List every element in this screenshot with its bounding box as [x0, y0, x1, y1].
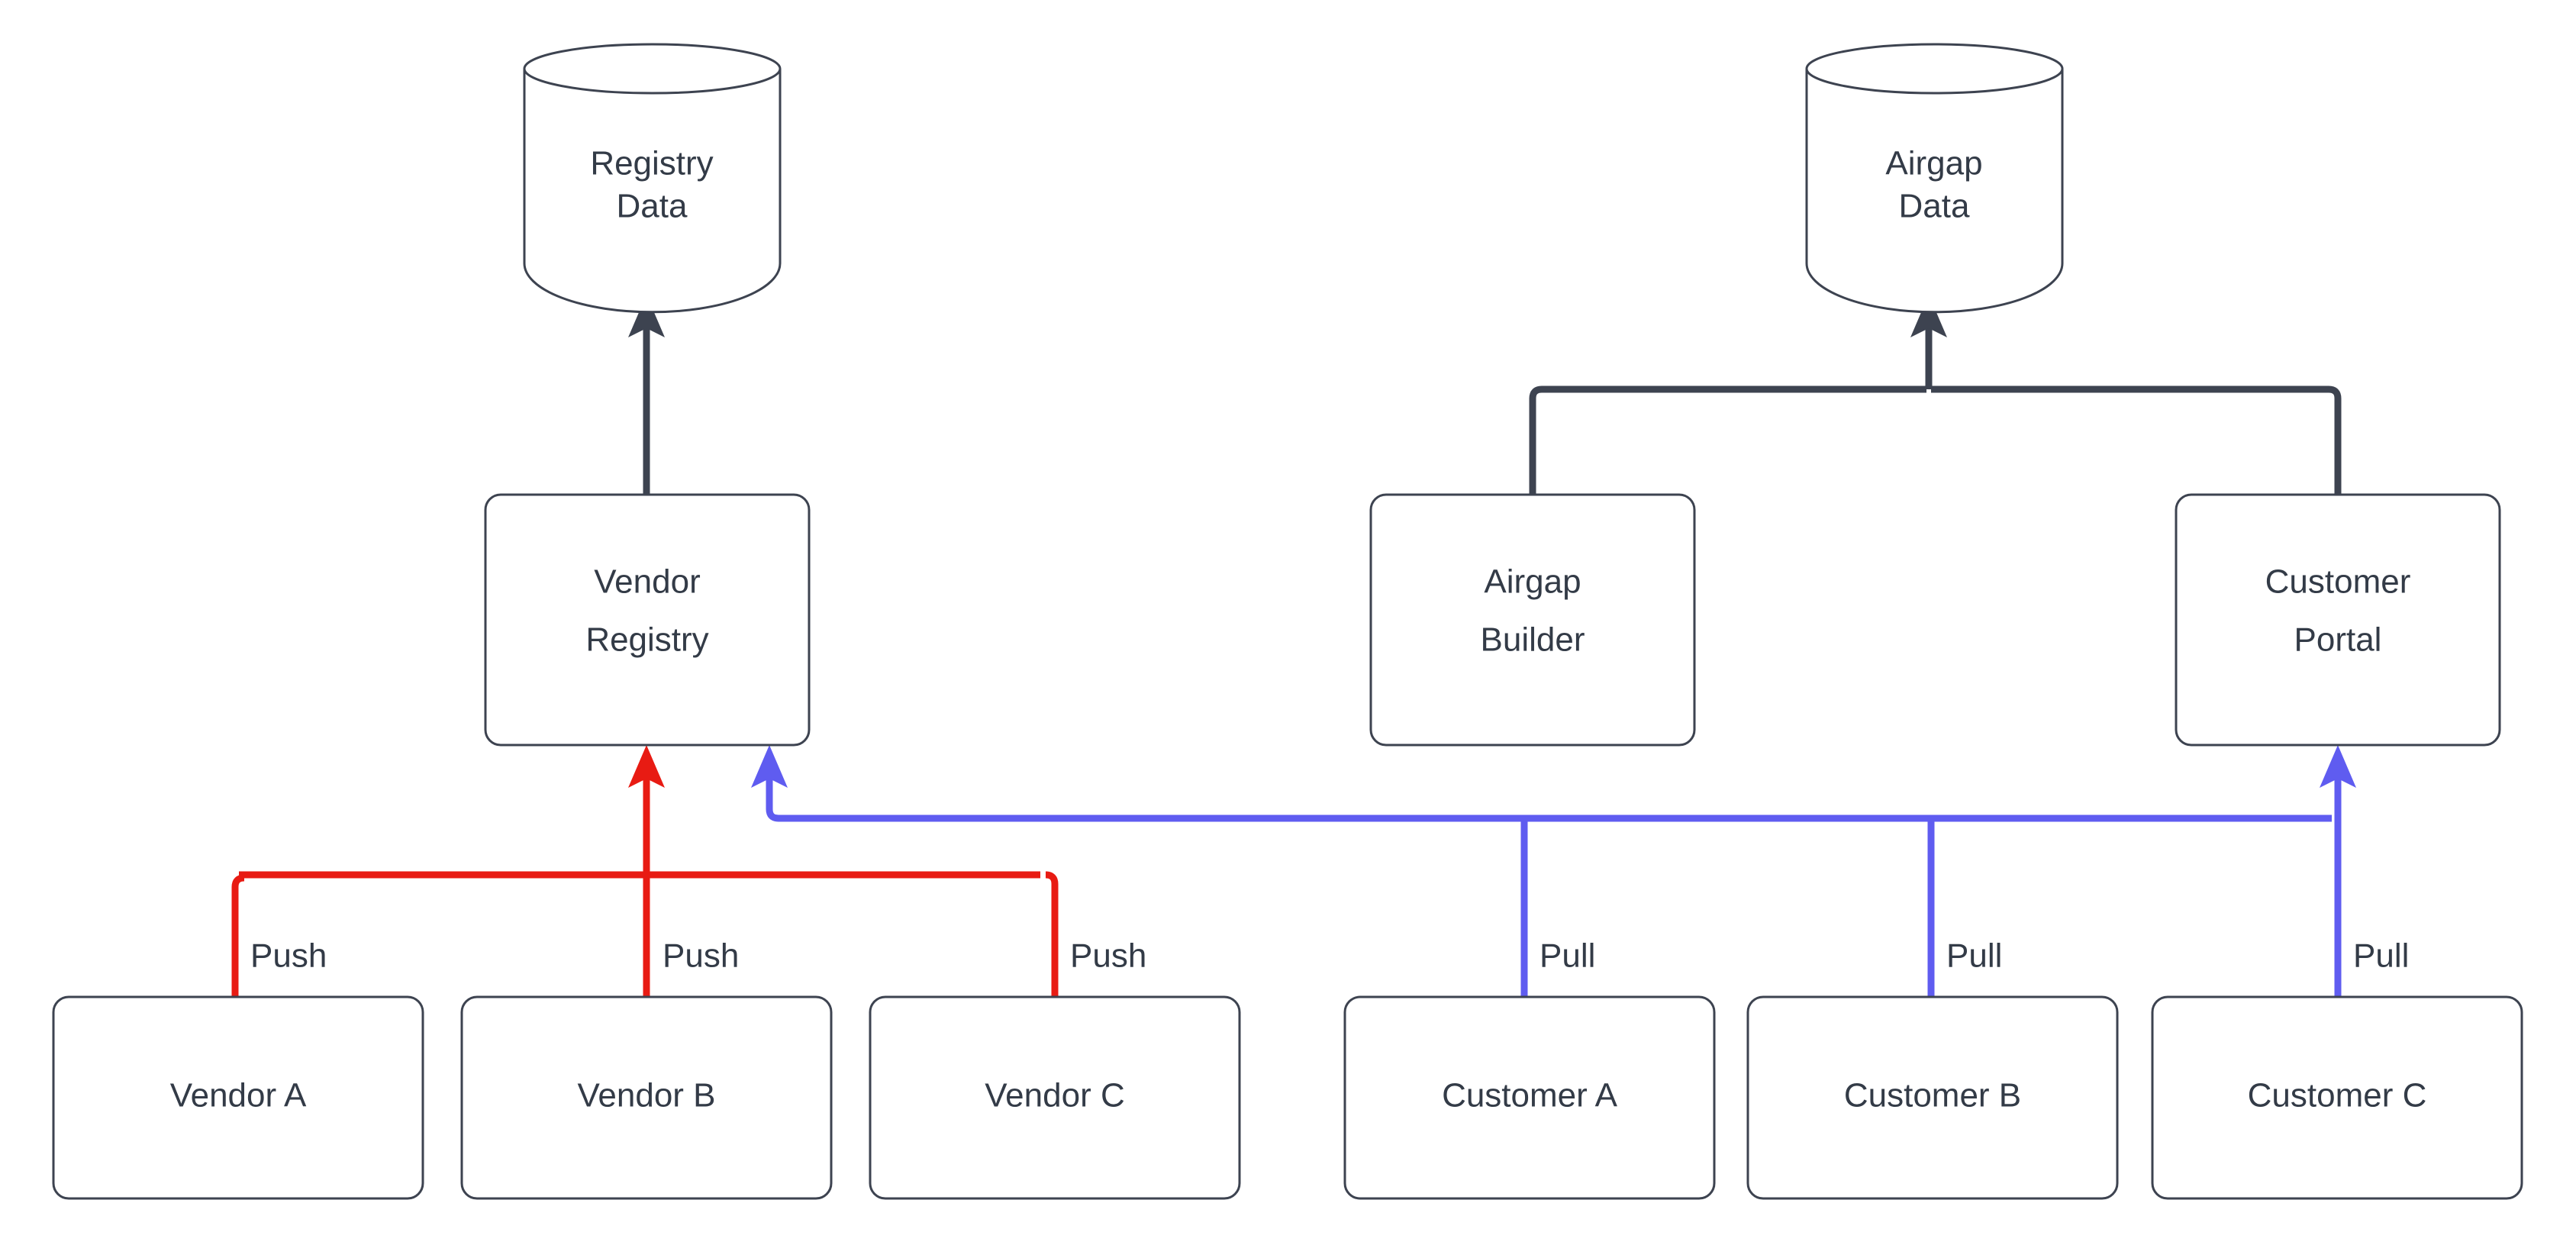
customer-portal-label-line1: Customer: [2265, 563, 2411, 601]
vendor-b-label: Vendor B: [577, 1077, 715, 1114]
customer-c-label: Customer C: [2248, 1077, 2427, 1114]
registry-data-label-line2: Data: [617, 188, 688, 225]
customer-a-node[interactable]: Customer A: [1343, 995, 1716, 1200]
airgap-builder-label-line1: Airgap: [1484, 563, 1581, 601]
edge-pull-bus: [751, 745, 2356, 997]
vendor-a-label: Vendor A: [170, 1077, 307, 1114]
airgap-data-label-line1: Airgap: [1885, 145, 1982, 182]
edge-vendor-registry-to-registry-data: [628, 295, 665, 495]
vendor-a-node[interactable]: Vendor A: [52, 995, 424, 1200]
airgap-data-label-line2: Data: [1899, 188, 1970, 225]
vendor-registry-label-line2: Registry: [585, 621, 708, 659]
push-c-edge-label: Push: [1070, 937, 1146, 975]
edge-airgap-builder-to-airgap-data: [1529, 385, 1926, 495]
push-a-edge-label: Push: [250, 937, 327, 975]
customer-portal-label-line2: Portal: [2294, 621, 2382, 659]
customer-b-label: Customer B: [1844, 1077, 2021, 1114]
edge-customer-portal-to-airgap-data: [1931, 385, 2342, 495]
airgap-builder-node[interactable]: Airgap Builder: [1369, 493, 1696, 747]
customer-portal-node[interactable]: Customer Portal: [2175, 493, 2501, 747]
edge-label-group: Push Push Push Pull Pull Pull: [250, 937, 2409, 975]
registry-data-store[interactable]: Registry Data: [523, 43, 782, 314]
pull-c-edge-label: Pull: [2353, 937, 2409, 975]
pull-a-edge-label: Pull: [1539, 937, 1595, 975]
airgap-builder-label-line2: Builder: [1481, 621, 1585, 659]
customer-a-label: Customer A: [1442, 1077, 1618, 1114]
customer-c-node[interactable]: Customer C: [2151, 995, 2523, 1200]
customer-b-node[interactable]: Customer B: [1746, 995, 2119, 1200]
vendor-c-node[interactable]: Vendor C: [869, 995, 1241, 1200]
vendor-b-node[interactable]: Vendor B: [460, 995, 833, 1200]
edge-airgap-data-stem: [1910, 295, 1947, 389]
airgap-data-store[interactable]: Airgap Data: [1805, 43, 2064, 314]
edge-push-bus: [231, 745, 1059, 997]
vendor-registry-node[interactable]: Vendor Registry: [484, 493, 811, 747]
pull-b-edge-label: Pull: [1946, 937, 2002, 975]
registry-data-label-line1: Registry: [590, 145, 713, 182]
vendor-c-label: Vendor C: [985, 1077, 1124, 1114]
push-b-edge-label: Push: [663, 937, 739, 975]
vendor-registry-label-line1: Vendor: [594, 563, 700, 601]
